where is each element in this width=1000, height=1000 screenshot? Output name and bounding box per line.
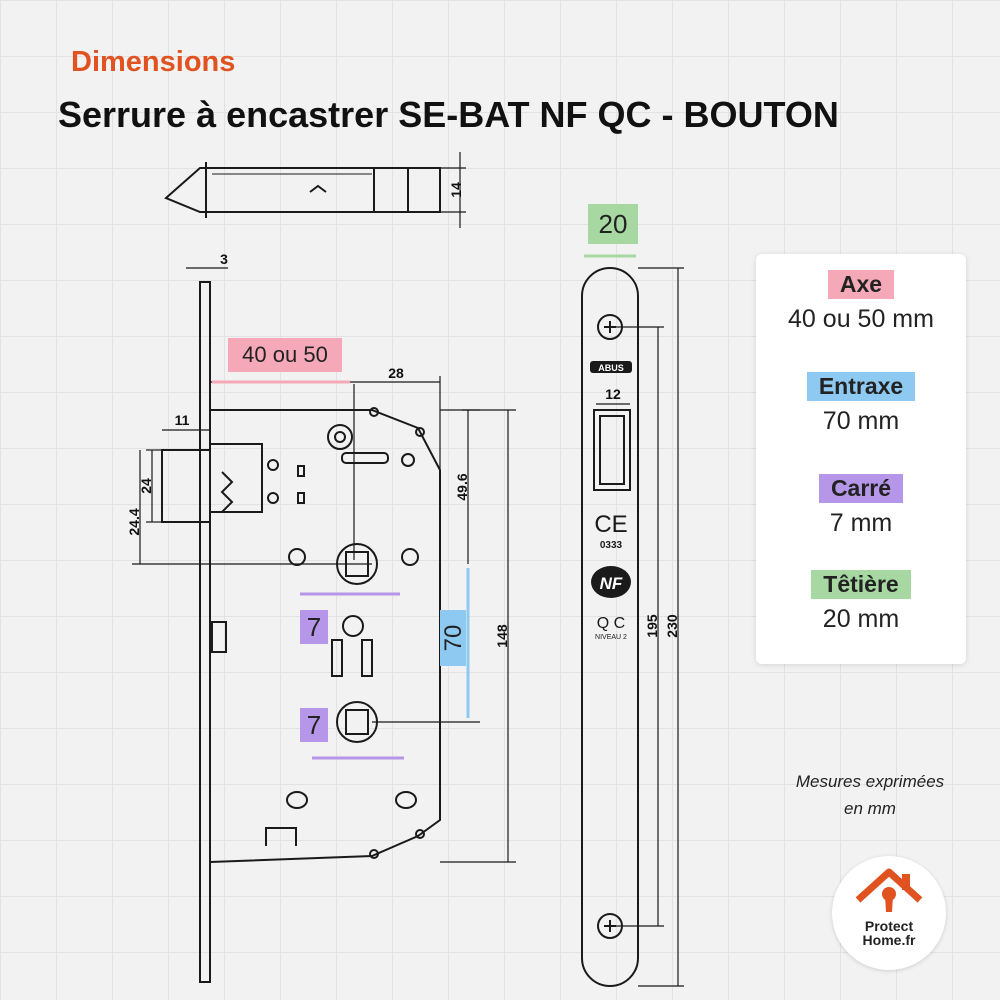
- spec-tetiere: Têtière 20 mm: [756, 570, 966, 634]
- dim-14: 14: [448, 182, 464, 198]
- plate-niveau: NIVEAU 2: [595, 634, 627, 641]
- latch-top-view: [164, 162, 441, 218]
- spec-axe: Axe 40 ou 50 mm: [756, 270, 966, 334]
- dim-24-4: 24.4: [126, 508, 142, 535]
- spec-axe-value: 40 ou 50 mm: [788, 305, 934, 333]
- logo-line2: Home.fr: [862, 932, 916, 948]
- plate-brand: ABUS: [598, 363, 624, 373]
- dim-11: 11: [175, 412, 190, 428]
- axe-tag: 40 ou 50: [242, 342, 328, 367]
- dim-12: 12: [605, 386, 621, 402]
- plate-nf: NF: [600, 574, 623, 593]
- dim-195: 195: [644, 614, 660, 638]
- plate-qc: Q C: [597, 615, 625, 632]
- dim-230: 230: [664, 614, 680, 638]
- entraxe-tag: 70: [440, 625, 467, 652]
- spec-entraxe-label: Entraxe: [806, 372, 916, 401]
- spec-axe-label: Axe: [827, 270, 895, 299]
- dim-148: 148: [494, 624, 510, 648]
- units-note-line2: en mm: [844, 799, 896, 818]
- spec-tetiere-label: Têtière: [811, 570, 911, 599]
- page-title: Serrure à encastrer SE-BAT NF QC - BOUTO…: [58, 94, 839, 135]
- spec-carre-value: 7 mm: [829, 509, 893, 537]
- spec-carre: Carré 7 mm: [756, 474, 966, 538]
- units-note-line1: Mesures exprimées: [795, 772, 945, 791]
- tetiere-tag: 20: [599, 209, 628, 239]
- front-plate-side: [199, 281, 211, 983]
- dim-49-6: 49.6: [454, 473, 470, 500]
- dim-24-upper: 24: [138, 478, 154, 494]
- dim-3: 3: [220, 251, 228, 267]
- spec-tetiere-value: 20 mm: [822, 605, 900, 633]
- spec-entraxe: Entraxe 70 mm: [756, 372, 966, 436]
- spec-entraxe-value: 70 mm: [822, 407, 900, 435]
- house-keyhole-icon: [855, 868, 923, 912]
- spec-carre-label: Carré: [818, 474, 904, 503]
- specs-card: Axe 40 ou 50 mm Entraxe 70 mm Carré 7 mm…: [756, 254, 966, 664]
- logo-line1: Protect: [864, 918, 914, 934]
- units-note: Mesures exprimées en mm: [770, 768, 970, 822]
- protecthome-logo: Protect Home.fr: [832, 856, 946, 970]
- carre-tag-upper: 7: [307, 612, 321, 642]
- carre-tag-lower: 7: [307, 710, 321, 740]
- section-kicker: Dimensions: [71, 46, 236, 78]
- plate-ce-number: 0333: [600, 540, 623, 551]
- plate-ce: CE: [594, 511, 627, 538]
- dim-28: 28: [388, 365, 404, 381]
